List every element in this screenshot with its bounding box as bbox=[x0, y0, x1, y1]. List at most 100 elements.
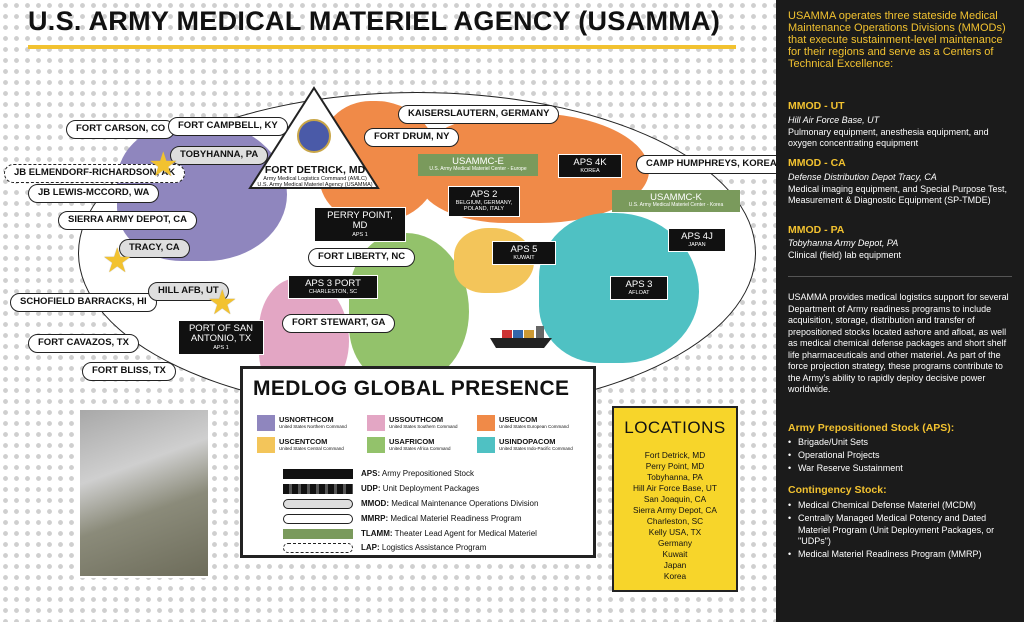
contingency-list: Medical Chemical Defense Materiel (MCDM)… bbox=[788, 500, 1018, 562]
legend-abbr: TLAMM: bbox=[361, 529, 393, 538]
sidebar-divider bbox=[788, 276, 1012, 277]
legend-text: Unit Deployment Packages bbox=[382, 484, 480, 493]
box-aps3-label: APS 3 bbox=[625, 279, 653, 290]
box-usammc-k: USAMMC-K U.S. Army Medical Materiel Cent… bbox=[612, 190, 740, 212]
list-item: Medical Materiel Readiness Program (MMRP… bbox=[788, 549, 1018, 561]
lap-symbol bbox=[283, 542, 353, 553]
location-item: Perry Point, MD bbox=[645, 461, 705, 471]
box-aps3-sub: AFLOAT bbox=[628, 290, 650, 297]
box-aps2-sub: BELGIUM, GERMANY, POLAND, ITALY bbox=[455, 200, 513, 213]
star-icon: ★ bbox=[102, 242, 133, 280]
swatch-usafricom bbox=[367, 437, 385, 453]
hq-name: FORT DETRICK, MD bbox=[264, 164, 366, 176]
command-name: USCENTCOM bbox=[279, 437, 328, 447]
location-item: San Joaquin, CA bbox=[643, 494, 707, 504]
hq-crest-icon bbox=[297, 119, 331, 153]
legend-abbr: MMOD: bbox=[361, 499, 389, 508]
command-name: USINDOPACOM bbox=[499, 437, 556, 447]
locations-panel: LOCATIONS Fort Detrick, MD Perry Point, … bbox=[612, 406, 738, 592]
location-item: Korea bbox=[663, 571, 687, 581]
command-name: USNORTHCOM bbox=[279, 415, 334, 425]
swatch-useucom bbox=[477, 415, 495, 431]
box-aps3-port: APS 3 PORT CHARLESTON, SC bbox=[288, 275, 378, 300]
command-desc: United States Indo-Pacific Command bbox=[499, 445, 573, 451]
sidebar-intro: USAMMA operates three stateside Medical … bbox=[788, 10, 1006, 70]
location-item: Fort Detrick, MD bbox=[644, 450, 706, 460]
command-name: USEUCOM bbox=[499, 415, 538, 425]
mmod-ut-location: Hill Air Force Base, UT bbox=[788, 115, 880, 125]
list-item: Medical Chemical Defense Materiel (MCDM) bbox=[788, 500, 1018, 512]
infographic-panel: U.S. ARMY MEDICAL MATERIEL AGENCY (USAMM… bbox=[0, 0, 776, 622]
ship-icon bbox=[490, 326, 552, 348]
box-aps3-port-label: APS 3 PORT bbox=[305, 278, 361, 289]
locations-title: LOCATIONS bbox=[624, 418, 726, 437]
legend-row-tlamm: TLAMM: Theater Lead Agent for Medical Ma… bbox=[283, 527, 537, 540]
box-aps5: APS 5 KUWAIT bbox=[492, 241, 556, 266]
box-usammc-e: USAMMC-E U.S. Army Medical Materiel Cent… bbox=[418, 154, 538, 176]
legend-abbr: UDP: bbox=[361, 484, 381, 493]
mmod-pa-location: Tobyhanna Army Depot, PA bbox=[788, 238, 899, 248]
callout-kaiserslautern: KAISERSLAUTERN, GERMANY bbox=[398, 105, 560, 124]
box-aps4k: APS 4K KOREA bbox=[558, 154, 622, 179]
legend-row-aps: APS: Army Prepositioned Stock bbox=[283, 467, 474, 480]
title-underline bbox=[28, 45, 736, 49]
location-item: Kuwait bbox=[662, 549, 688, 559]
callout-fort-liberty: FORT LIBERTY, NC bbox=[308, 248, 416, 267]
callout-sierra: SIERRA ARMY DEPOT, CA bbox=[58, 211, 197, 230]
list-item: Centrally Managed Medical Potency and Da… bbox=[788, 513, 1018, 548]
command-desc: United States European Command bbox=[499, 423, 569, 429]
callout-bliss: FORT BLISS, TX bbox=[82, 362, 176, 381]
list-item: War Reserve Sustainment bbox=[788, 463, 1018, 475]
callout-jblm: JB LEWIS-MCCORD, WA bbox=[28, 184, 160, 203]
box-usammc-e-sub: U.S. Army Medical Materiel Center - Euro… bbox=[429, 166, 527, 173]
legend-row-mmod: MMOD: Medical Maintenance Operations Div… bbox=[283, 497, 538, 510]
hq-line1: Army Medical Logistics Command (AMLC) bbox=[263, 176, 367, 182]
callout-fort-campbell: FORT CAMPBELL, KY bbox=[168, 117, 288, 136]
command-desc: United States Central Command bbox=[279, 445, 344, 451]
callout-fort-stewart: FORT STEWART, GA bbox=[282, 314, 396, 333]
box-aps5-sub: KUWAIT bbox=[513, 255, 535, 262]
page-title: U.S. ARMY MEDICAL MATERIEL AGENCY (USAMM… bbox=[28, 6, 721, 36]
box-perry-point-label: PERRY POINT, MD bbox=[327, 210, 393, 232]
swatch-uscentcom bbox=[257, 437, 275, 453]
location-item: Tobyhanna, PA bbox=[647, 472, 703, 482]
box-aps3: APS 3 AFLOAT bbox=[610, 276, 668, 301]
mmrp-symbol bbox=[283, 513, 353, 524]
box-port-san-antonio: PORT OF SAN ANTONIO, TX APS 1 bbox=[178, 320, 264, 355]
command-desc: United States Northern Command bbox=[279, 423, 347, 429]
soldier-photo bbox=[78, 408, 210, 578]
callout-fort-carson: FORT CARSON, CO bbox=[66, 120, 176, 139]
contingency-heading: Contingency Stock: bbox=[788, 484, 887, 496]
box-aps4j: APS 4J JAPAN bbox=[668, 228, 726, 253]
location-item: Charleston, SC bbox=[646, 516, 704, 526]
box-aps4j-sub: JAPAN bbox=[688, 242, 706, 249]
callout-tobyhanna: TOBYHANNA, PA bbox=[170, 146, 269, 165]
callout-schofield: SCHOFIELD BARRACKS, HI bbox=[10, 293, 157, 312]
locations-list: Fort Detrick, MD Perry Point, MD Tobyhan… bbox=[614, 450, 736, 582]
box-usammc-k-label: USAMMC-K bbox=[650, 192, 702, 203]
legend-row-lap: LAP: Logistics Assistance Program bbox=[283, 541, 486, 554]
mmod-ut-heading: MMOD - UT bbox=[788, 100, 845, 112]
hq-label: FORT DETRICK, MD Army Medical Logistics … bbox=[240, 164, 390, 188]
mmod-pa-description: Clinical (field) lab equipment bbox=[788, 250, 902, 260]
legend-text: Logistics Assistance Program bbox=[381, 543, 487, 552]
command-desc: United States Africa Command bbox=[389, 445, 451, 451]
box-port-sa-label: PORT OF SAN ANTONIO, TX bbox=[188, 323, 254, 345]
list-item: Brigade/Unit Sets bbox=[788, 437, 1018, 449]
legend-text: Medical Maintenance Operations Division bbox=[391, 499, 539, 508]
location-item: Sierra Army Depot, CA bbox=[633, 505, 717, 515]
location-item: Japan bbox=[663, 560, 687, 570]
mmod-ut-description: Pulmonary equipment, anesthesia equipmen… bbox=[788, 127, 989, 148]
mmod-pa-heading: MMOD - PA bbox=[788, 224, 845, 236]
aps-symbol bbox=[283, 468, 353, 479]
box-aps2-label: APS 2 bbox=[470, 189, 498, 200]
box-perry-point: PERRY POINT, MD APS 1 bbox=[314, 207, 406, 242]
box-perry-point-sub: APS 1 bbox=[352, 231, 368, 238]
star-icon: ★ bbox=[207, 284, 238, 322]
mmod-ca-description: Medical imaging equipment, and Special P… bbox=[788, 184, 1007, 205]
mmod-ca-location: Defense Distribution Depot Tracy, CA bbox=[788, 172, 937, 182]
